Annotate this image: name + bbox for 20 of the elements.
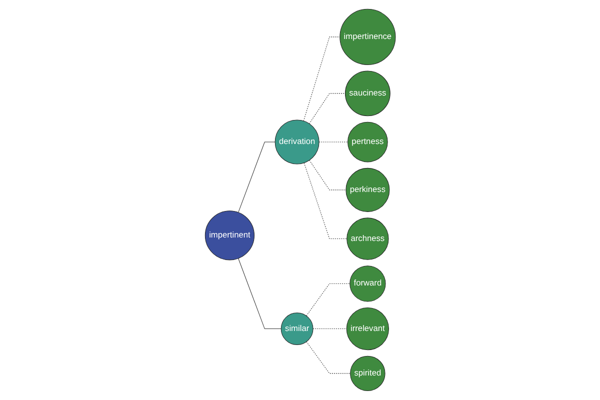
connector (238, 142, 276, 213)
node-circle: impertinent (204, 210, 254, 260)
node-circle: impertinence (339, 8, 396, 65)
connector (308, 160, 346, 190)
connector (308, 93, 346, 124)
connector (306, 283, 350, 316)
node-circle: perkiness (345, 168, 390, 212)
node-circle: forward (349, 266, 386, 302)
connector (306, 341, 350, 374)
node-circle: sauciness (344, 70, 390, 116)
node-circle: spirited (350, 356, 385, 392)
node-circle: irrelevant (346, 307, 389, 350)
node-circle: archness (346, 218, 388, 260)
connector (303, 162, 347, 240)
node-circle: similar (280, 312, 313, 345)
connector (312, 328, 347, 330)
node-circle: pertness (347, 122, 388, 162)
connector (238, 258, 282, 330)
connector (302, 36, 340, 122)
node-circle: derivation (274, 120, 319, 164)
